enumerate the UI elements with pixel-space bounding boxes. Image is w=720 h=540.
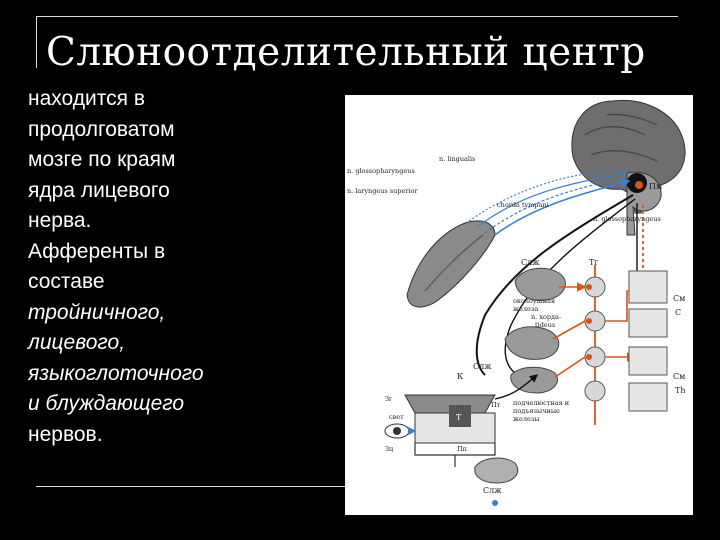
label-th: Th — [675, 386, 686, 395]
label-n-glossopharyngeus: n. glossopharyngeus — [347, 167, 415, 175]
efferent-to-glands — [494, 374, 539, 400]
label-k: К — [457, 372, 464, 381]
text-line: нерва. — [28, 209, 92, 232]
frame-line-top — [36, 16, 678, 17]
text-line: продолговатом — [28, 117, 175, 141]
parotid-gland — [514, 267, 566, 301]
label-slzh-bottom: Слж — [483, 486, 502, 495]
label-parotid-2: железа — [513, 305, 538, 313]
salivation-reflex-diagram: n. lingualis n. glossopharyngeus n. lary… — [345, 95, 693, 515]
afferent-nerve-glossopharyngeus — [484, 176, 628, 234]
frame-line-left — [36, 16, 37, 68]
label-chorda-1: n. хорда- — [531, 313, 561, 321]
ganglion-node-1 — [586, 284, 592, 290]
label-podchel-1: подчелюстная и — [513, 399, 569, 407]
afferent-nerve-extra — [468, 168, 626, 222]
right-box-4 — [628, 382, 668, 412]
label-slzh-top: Слж — [521, 258, 540, 267]
apparatus-links — [414, 443, 496, 467]
text-line: ядра лицевого — [28, 178, 170, 202]
ganglion-node-3 — [586, 354, 592, 360]
label-chorda-tympani: chorda tympani — [497, 201, 549, 209]
submandibular-gland — [504, 326, 560, 360]
text-line: нервов. — [28, 422, 103, 446]
text-line: Афференты в — [28, 239, 166, 263]
label-n-lingualis: n. lingualis — [439, 155, 475, 163]
label-parotid-1: околоушная — [513, 297, 555, 305]
label-sm-bottom: См — [673, 372, 685, 381]
apparatus-t-box — [449, 405, 471, 427]
label-c: С — [675, 308, 681, 317]
slide-body: находится в продолговатом мозге по краям… — [28, 84, 338, 450]
frame-line-bottom — [36, 486, 348, 487]
paragraph-afferents: Афференты в составе тройничного, лицевог… — [28, 237, 338, 451]
right-box-3 — [628, 346, 668, 376]
text-line-italic: лицевого, — [28, 331, 126, 354]
text-line: мозге по краям — [28, 148, 176, 171]
right-box-2 — [628, 308, 668, 338]
label-svet: свет — [389, 413, 404, 421]
sublingual-gland — [510, 366, 559, 394]
eye-pupil — [393, 427, 401, 435]
efferent-path-2 — [504, 198, 636, 374]
right-box-1 — [628, 270, 668, 304]
label-slzh-mid: Слж — [473, 362, 492, 371]
label-pt-right: Пт — [491, 401, 501, 409]
ganglion-bottom — [584, 380, 606, 402]
efferent-path-main — [475, 194, 634, 376]
label-n-laryngeus-superior: n. laryngeus superior — [347, 187, 418, 195]
label-podchel-2: подъязычные — [513, 407, 560, 415]
tongue-surface — [424, 234, 484, 292]
label-zts: Зц — [385, 445, 393, 453]
drop-gland — [474, 457, 519, 484]
text-line-italic: и блуждающего — [28, 392, 185, 415]
brain-folds — [584, 113, 658, 162]
text-line: составе — [28, 270, 105, 293]
label-chorda-2: tideus — [535, 321, 555, 329]
label-sm-top: См — [673, 294, 685, 303]
afferent-nerve-lingualis — [494, 178, 631, 236]
label-zg: Зг — [385, 395, 393, 403]
diagram-svg: n. lingualis n. glossopharyngeus n. lary… — [347, 99, 686, 506]
label-pm: Пм — [649, 182, 662, 191]
orange-to-submandibular — [552, 320, 586, 340]
ganglion-node-2 — [586, 318, 592, 324]
paragraph-location: находится в продолговатом мозге по краям… — [28, 84, 338, 237]
text-line-italic: тройничного, — [28, 300, 166, 324]
label-podchel-3: железы — [513, 415, 540, 423]
orange-to-sublingual — [554, 356, 586, 378]
label-t-box: Т — [456, 413, 462, 422]
label-tg: Тг — [589, 258, 599, 267]
text-line-italic: языкоглоточного — [28, 361, 204, 385]
slide-title: Слюноотделительный центр — [46, 30, 646, 75]
label-pp: Пп — [457, 445, 467, 453]
label-n-glossopharyngeus-2: n. glossopharyngeus — [593, 215, 661, 223]
text-line: находится в — [28, 87, 145, 110]
afferent-nerve-laryngeus — [476, 172, 628, 228]
salivary-center-inner — [635, 181, 643, 189]
saliva-drop — [492, 500, 498, 506]
